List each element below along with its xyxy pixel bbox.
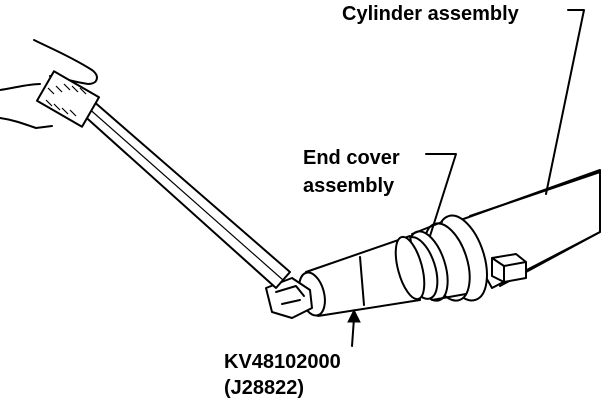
label-end-cover-line1: End cover xyxy=(303,147,400,169)
cylinder-leader xyxy=(545,9,585,195)
leader-lines xyxy=(347,9,585,347)
end-cover-leader xyxy=(425,153,457,237)
tool-kv48102000 xyxy=(298,235,426,317)
hand xyxy=(0,39,101,129)
tool-leader-arrow xyxy=(347,308,361,323)
label-cylinder-assembly: Cylinder assembly xyxy=(342,3,520,25)
label-tool-alt-number: (J28822) xyxy=(224,377,304,399)
mounting-bracket xyxy=(491,253,527,283)
socket-head xyxy=(265,277,313,319)
label-end-cover-line2: assembly xyxy=(303,175,395,197)
handle-bar xyxy=(79,99,291,289)
tool-leader xyxy=(351,317,355,347)
label-tool-number: KV48102000 xyxy=(224,351,341,373)
cylinder-assembly xyxy=(454,169,601,289)
